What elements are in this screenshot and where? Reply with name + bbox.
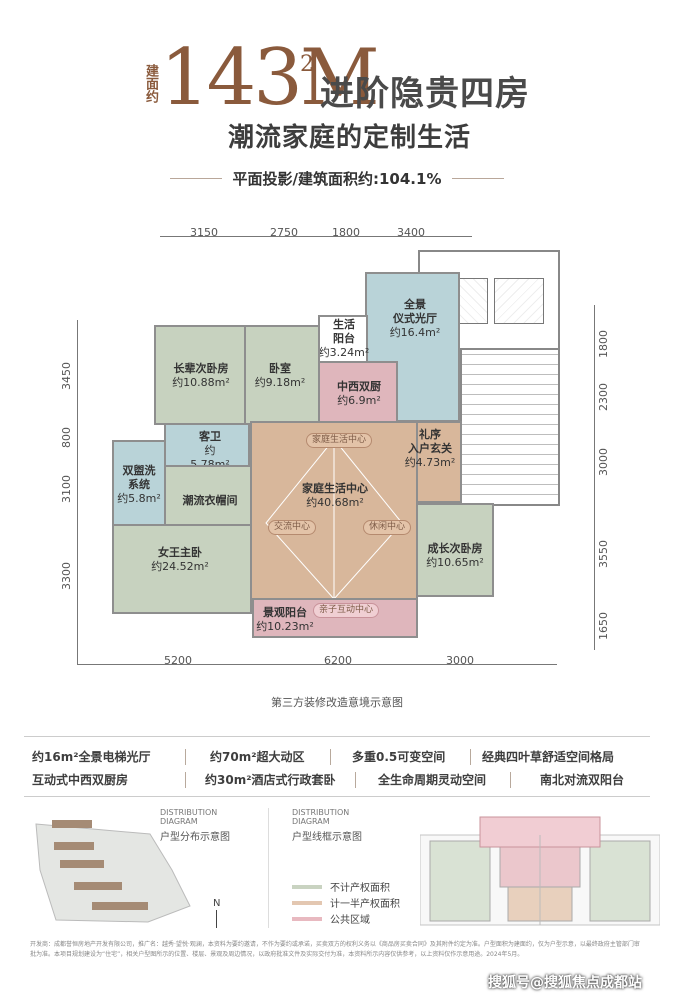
- divider: [470, 749, 471, 765]
- room-foyer: [416, 421, 462, 503]
- lineplan-label-cn: 户型线框示意图: [292, 832, 362, 843]
- site-distribution-map: [35, 820, 191, 923]
- diamond-lines: [265, 438, 403, 599]
- legend-label: 公共区域: [330, 915, 370, 926]
- legal-disclaimer: 开发商：成都誉恒房地产开发有限公司，推广名：越秀·望悦·观澜，本资料为要约邀请，…: [30, 941, 640, 958]
- room-wardrobe: [164, 465, 252, 527]
- stairwell: [460, 348, 560, 506]
- unit-line-plan: [420, 816, 660, 926]
- dimension-line-bottom: [77, 664, 557, 665]
- feature-item: 互动式中西双厨房: [32, 773, 129, 787]
- divider: [24, 796, 650, 797]
- divider: [355, 772, 356, 788]
- room-bedroom: [244, 325, 320, 425]
- north-arrow-icon: [216, 910, 217, 928]
- tag-parent-child: 亲子互动中心: [313, 603, 380, 618]
- divider: [452, 178, 504, 179]
- tag-leisure-center: 休闲中心: [363, 520, 412, 535]
- feature-row-1: 约16m²全景电梯光厅 约70m²超大动区 多重0.5可变空间 经典四叶草舒适空…: [0, 745, 674, 769]
- dim-bottom-3: 3000: [446, 654, 474, 667]
- divider: [185, 772, 186, 788]
- dim-top-4: 3400: [397, 226, 425, 239]
- room-second-bedroom: [416, 503, 494, 597]
- tag-social-center: 交流中心: [268, 520, 317, 535]
- feature-item: 约70m²超大动区: [210, 750, 305, 764]
- divider: [330, 749, 331, 765]
- room-label-double-wash: 双盥洗 系统 约5.8m²: [117, 464, 161, 505]
- feature-item: 约16m²全景电梯光厅: [32, 750, 151, 764]
- room-label-panorama-hall: 全景 仪式光厅 约16.4m²: [389, 298, 441, 339]
- room-label-master-bedroom: 女王主卧 约24.52m²: [151, 546, 209, 573]
- room-label-view-balcony: 景观阳台 约10.23m²: [256, 606, 314, 633]
- dimension-line-top: [160, 236, 472, 237]
- room-label-elder-bedroom: 长辈次卧房 约10.88m²: [172, 362, 230, 389]
- divider: [268, 808, 269, 928]
- divider: [170, 178, 222, 179]
- dimension-line-left: [77, 320, 78, 664]
- feature-item: 南北对流双阳台: [540, 773, 625, 787]
- distribution-label-cn: 户型分布示意图: [160, 832, 230, 843]
- north-indicator: N: [213, 898, 221, 909]
- divider: [510, 772, 511, 788]
- elevator-icon: [494, 278, 544, 324]
- legend-swatch: [292, 885, 322, 889]
- dim-top-1: 3150: [190, 226, 218, 239]
- room-balcony: [318, 315, 368, 363]
- area-superscript: 2: [300, 52, 314, 77]
- room-label-wardrobe: 潮流衣帽间: [182, 494, 238, 507]
- illustration-caption: 第三方装修改造意境示意图: [271, 696, 403, 709]
- legend-swatch: [292, 901, 322, 905]
- dim-top-2: 2750: [270, 226, 298, 239]
- floor-plan: 全景 仪式光厅 约16.4m² 生活 阳台 约3.24m² 中西双厨 约6.9m…: [112, 250, 560, 638]
- legend-label: 计一半产权面积: [330, 899, 400, 910]
- room-label-balcony: 生活 阳台 约3.24m²: [318, 318, 370, 359]
- feature-item: 经典四叶草舒适空间格局: [482, 750, 615, 764]
- legend-swatch: [292, 917, 322, 921]
- room-label-foyer: 礼序 入户玄关 约4.73m²: [404, 428, 456, 469]
- room-label-kitchen: 中西双厨 约6.9m²: [337, 380, 381, 407]
- room-label-second-bedroom: 成长次卧房 约10.65m²: [426, 542, 484, 569]
- room-label-bedroom: 卧室 约9.18m²: [254, 362, 306, 389]
- room-label-living: 家庭生活中心 约40.68m²: [302, 482, 368, 509]
- ratio-text: 平面投影/建筑面积约:104.1%: [232, 170, 442, 188]
- feature-row-2: 互动式中西双厨房 约30m²酒店式行政套卧 全生命周期灵动空间 南北对流双阳台: [0, 768, 674, 792]
- feature-item: 约30m²酒店式行政套卧: [205, 773, 336, 787]
- area-number: 143M: [160, 33, 380, 123]
- area-prefix: 建面约: [143, 64, 158, 103]
- feature-item: 全生命周期灵动空间: [378, 773, 487, 787]
- room-double-wash: [112, 440, 166, 526]
- legend-label: 不计产权面积: [330, 883, 390, 894]
- lineplan-label-en: DISTRIBUTION DIAGRAM: [292, 808, 350, 826]
- dim-bottom-2: 6200: [324, 654, 352, 667]
- dimension-line-right: [594, 305, 595, 650]
- dim-top-3: 1800: [332, 226, 360, 239]
- tag-family-center: 家庭生活中心: [306, 433, 373, 448]
- page-subtitle: 潮流家庭的定制生活: [228, 123, 472, 153]
- watermark: 搜狐号@搜狐焦点成都站: [488, 975, 642, 991]
- room-living-center: [250, 421, 418, 601]
- divider: [24, 736, 650, 737]
- distribution-label-en: DISTRIBUTION DIAGRAM: [160, 808, 218, 826]
- divider: [185, 749, 186, 765]
- room-master-bedroom: [112, 524, 252, 614]
- feature-item: 多重0.5可变空间: [352, 750, 446, 764]
- dim-bottom-1: 5200: [164, 654, 192, 667]
- page-title: 进阶隐贵四房: [320, 74, 530, 114]
